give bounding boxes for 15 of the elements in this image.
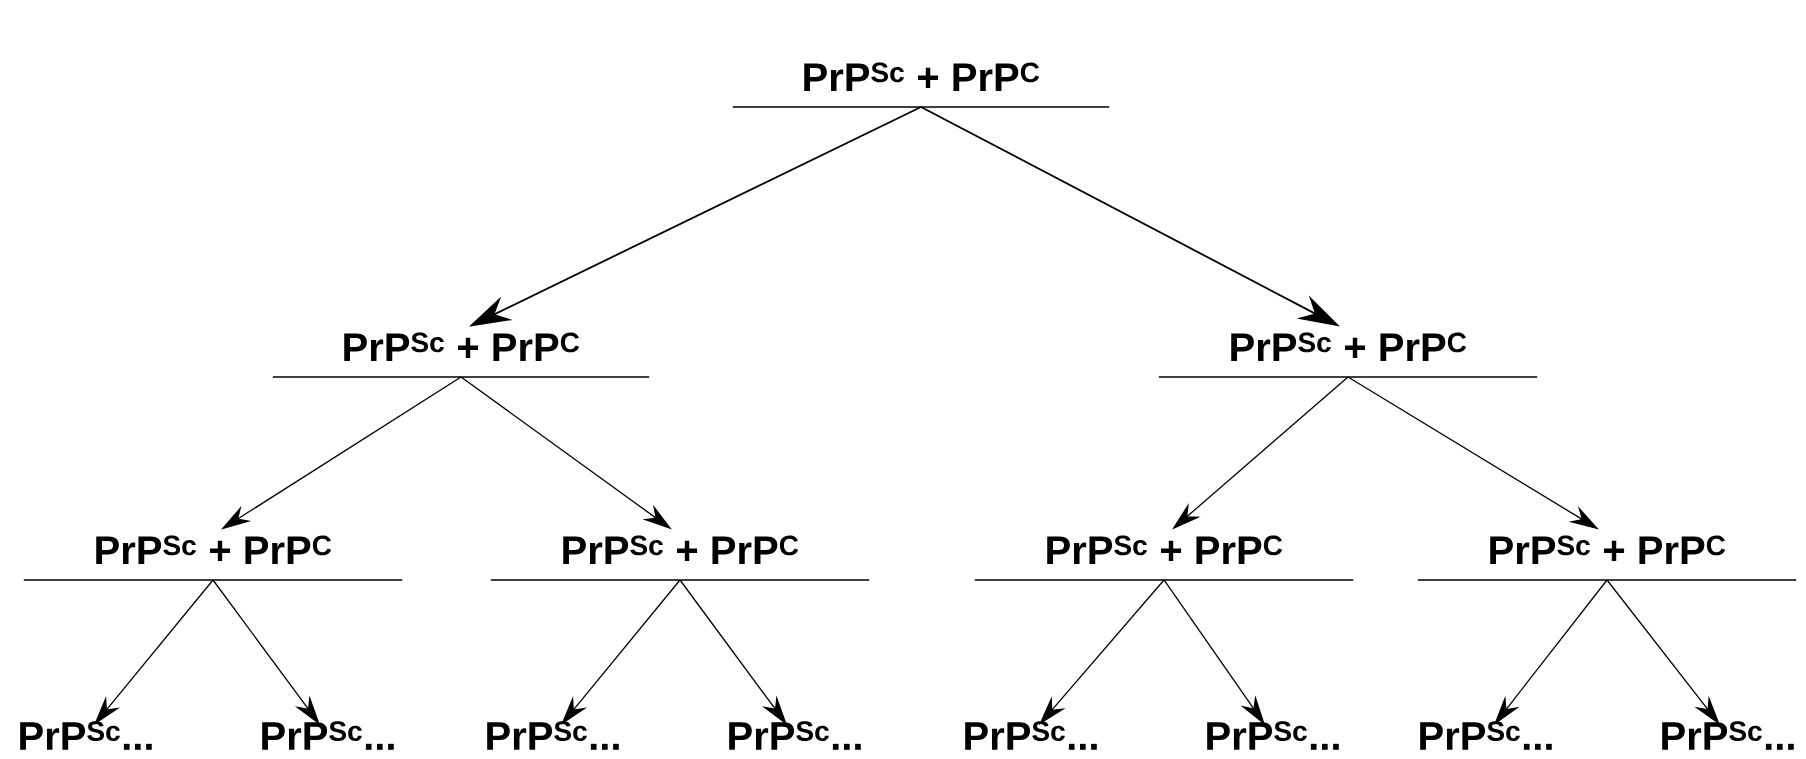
product-label: PrP$^{Sc}$... (1207, 721, 1339, 750)
reaction-label: PrP$^{Sc}$ + PrP$^{C}$ (732, 62, 1110, 108)
product-label: PrP$^{Sc}$... (262, 721, 394, 750)
reaction-label: PrP$^{Sc}$ + PrP$^{C}$ (1417, 535, 1797, 581)
product-label: PrP$^{Sc}$... (20, 721, 152, 750)
reaction-label: PrP$^{Sc}$ + PrP$^{C}$ (23, 535, 403, 581)
product-label: PrP$^{Sc}$... (487, 721, 619, 750)
reaction-label: PrP$^{Sc}$ + PrP$^{C}$ (974, 535, 1354, 581)
product-label: PrP$^{Sc}$... (1662, 721, 1794, 750)
reaction-label: PrP$^{Sc}$ + PrP$^{C}$ (490, 535, 870, 581)
product-label: PrP$^{Sc}$... (1420, 721, 1552, 750)
reaction-label: PrP$^{Sc}$ + PrP$^{C}$ (272, 332, 650, 378)
reaction-label: PrP$^{Sc}$ + PrP$^{C}$ (1158, 332, 1538, 378)
product-label: PrP$^{Sc}$... (729, 721, 861, 750)
product-label: PrP$^{Sc}$... (965, 721, 1097, 750)
